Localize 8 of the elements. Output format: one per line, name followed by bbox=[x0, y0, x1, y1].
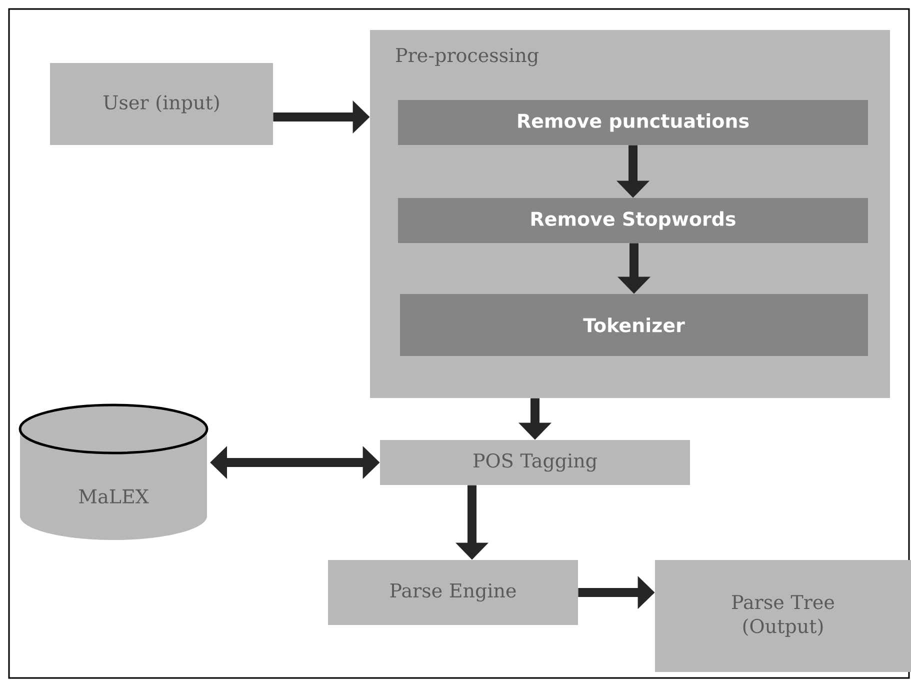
step-box: Remove Stopwords bbox=[398, 198, 868, 243]
process-box: Parse Tree (Output) bbox=[655, 560, 911, 672]
process-box: POS Tagging bbox=[380, 440, 690, 485]
process-box: User (input) bbox=[50, 63, 273, 145]
database-cylinder: MaLEX bbox=[18, 404, 208, 540]
step-box: Remove punctuations bbox=[398, 100, 868, 145]
step-box: Tokenizer bbox=[400, 294, 868, 356]
process-box: Parse Engine bbox=[328, 560, 578, 625]
